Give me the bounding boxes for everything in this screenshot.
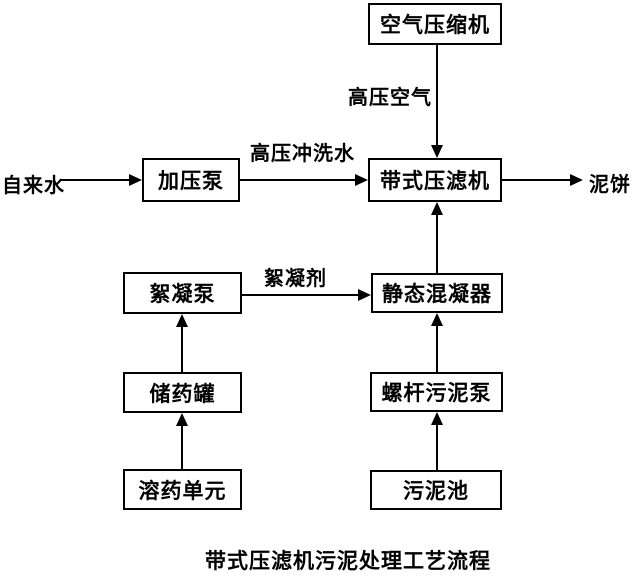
label-flocculant: 絮凝剂 — [264, 266, 327, 290]
arrow-unit-to-tank-head-icon — [176, 413, 188, 426]
arrow-unit-to-tank-line — [181, 426, 183, 469]
arrow-pump-to-press-head-icon — [355, 174, 368, 186]
arrow-tapwater-to-pump-line — [60, 179, 130, 181]
box-medicine-tank: 储药罐 — [123, 372, 242, 413]
arrow-screwpump-to-mixer-head-icon — [431, 313, 443, 326]
box-dissolving-unit: 溶药单元 — [123, 469, 242, 510]
arrow-flocpump-to-mixer-head-icon — [358, 289, 371, 301]
arrow-compressor-to-press-line — [436, 45, 438, 145]
box-flocculation-pump: 絮凝泵 — [123, 272, 242, 314]
arrow-mixer-to-press-head-icon — [431, 202, 443, 215]
arrow-mixer-to-press-line — [436, 215, 438, 273]
arrow-press-to-mudcake-head-icon — [570, 174, 583, 186]
label-mud-cake: 泥饼 — [589, 172, 631, 196]
arrow-tank-to-flocpump-line — [181, 327, 183, 372]
arrow-compressor-to-press-head-icon — [431, 145, 443, 158]
label-high-pressure-flush-water: 高压冲洗水 — [250, 141, 355, 165]
arrow-pump-to-press-line — [240, 179, 355, 181]
box-air-compressor: 空气压缩机 — [368, 3, 502, 45]
label-tap-water: 自来水 — [2, 173, 65, 197]
box-static-mixer: 静态混凝器 — [371, 273, 503, 313]
box-sludge-pool: 污泥池 — [370, 470, 502, 510]
label-high-pressure-air: 高压空气 — [348, 85, 432, 109]
diagram-title: 带式压滤机污泥处理工艺流程 — [205, 549, 491, 573]
box-pressure-pump: 加压泵 — [142, 158, 240, 202]
arrow-press-to-mudcake-line — [502, 179, 571, 181]
arrow-flocpump-to-mixer-line — [242, 294, 358, 296]
arrow-pool-to-screwpump-head-icon — [431, 412, 443, 425]
box-belt-filter-press: 带式压滤机 — [368, 158, 502, 202]
box-screw-sludge-pump: 螺杆污泥泵 — [370, 372, 503, 412]
arrow-pool-to-screwpump-line — [436, 425, 438, 470]
arrow-tank-to-flocpump-head-icon — [176, 314, 188, 327]
arrow-tapwater-to-pump-head-icon — [129, 174, 142, 186]
arrow-screwpump-to-mixer-line — [436, 326, 438, 372]
